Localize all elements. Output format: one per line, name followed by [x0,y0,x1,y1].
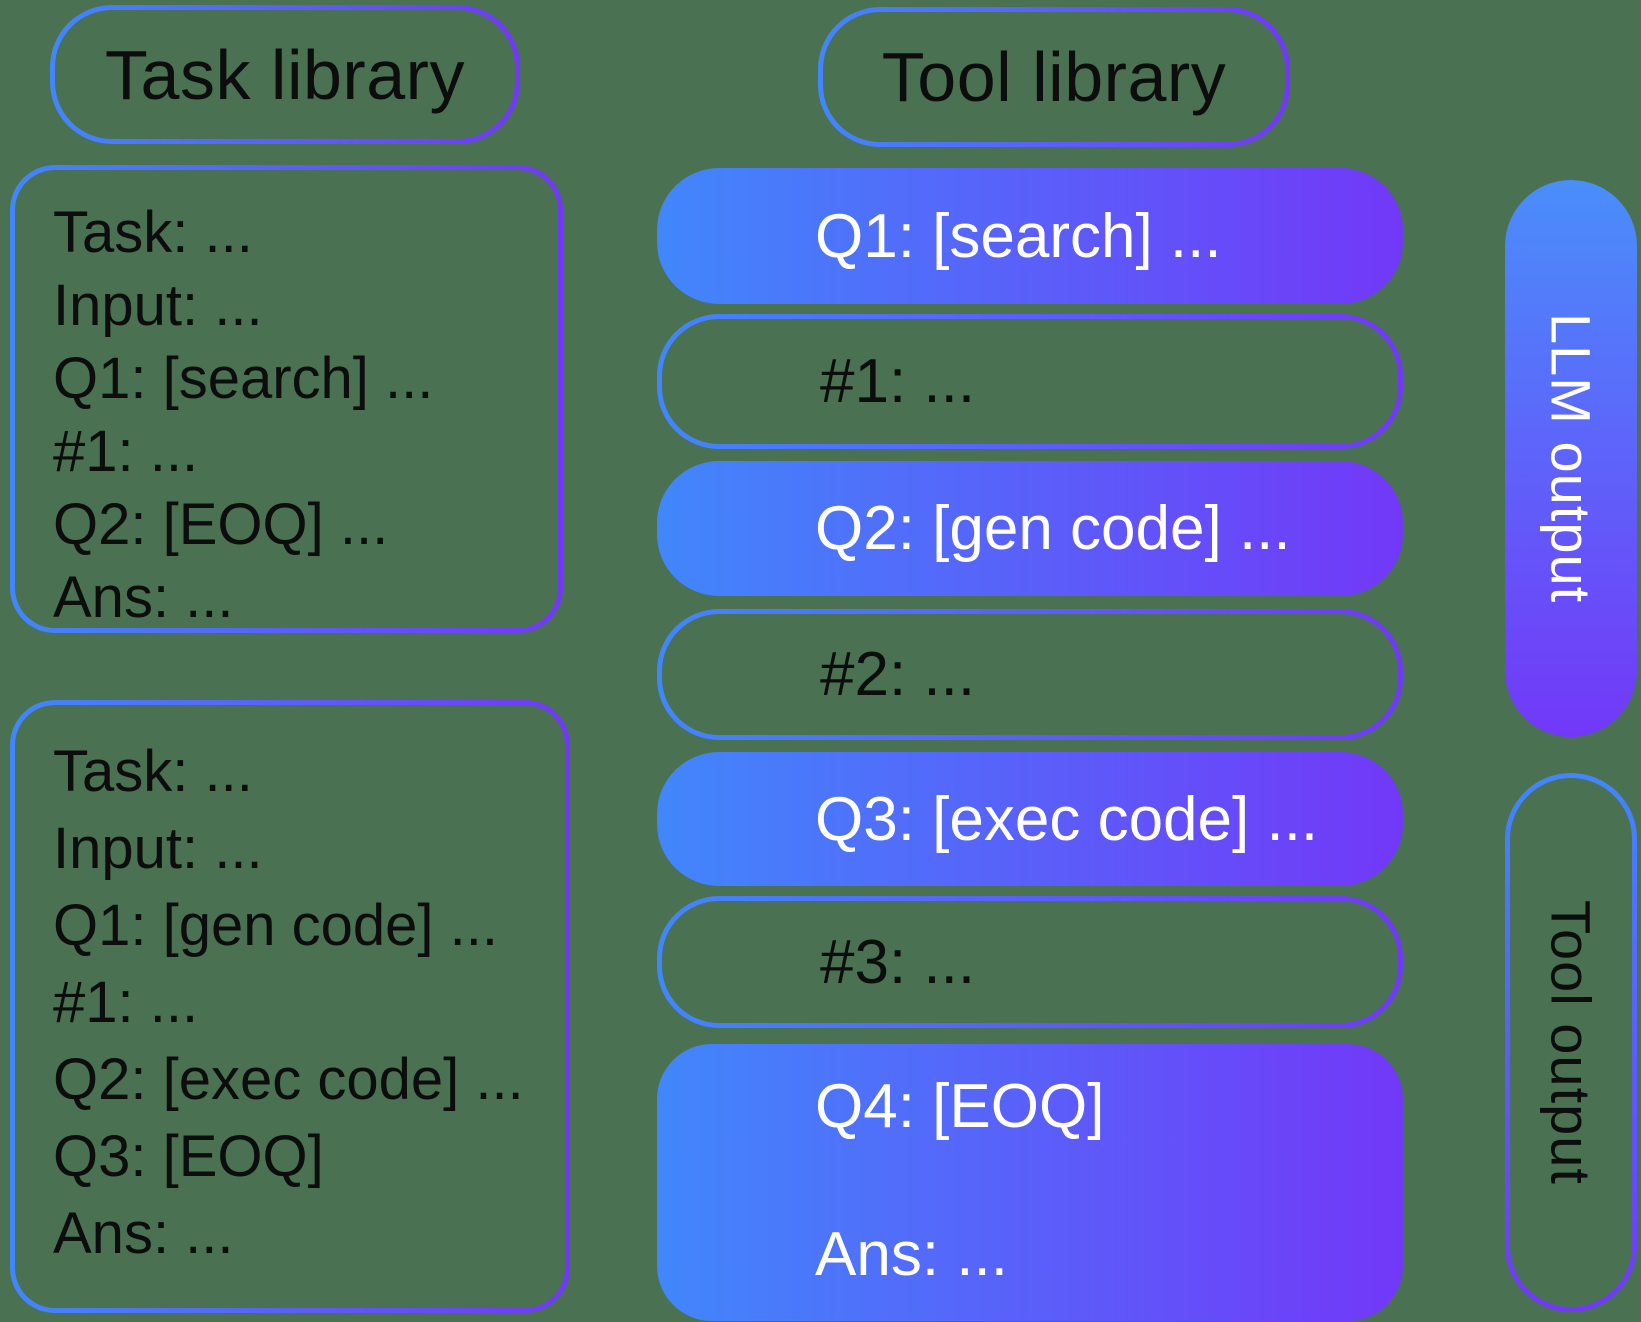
tool-library-title: Tool library [881,38,1227,116]
task-line: Input: ... [53,816,263,881]
task-library-title: Task library [105,35,465,114]
step-q2-llm: Q2: [gen code] ... [657,461,1403,596]
step-label: #1: ... [820,347,976,416]
step-label: Q1: [search] ... [815,201,1222,271]
task-line: Task: ... [53,739,253,804]
task-line: #1: ... [53,419,199,484]
step-3-tool-result: #3: ... [657,896,1403,1028]
step-label: #2: ... [820,640,976,709]
task-library-header: Task library [50,5,520,144]
task-line: Ans: ... [53,1201,234,1266]
step-q4-llm-answer: Q4: [EOQ] Ans: ... [657,1044,1403,1321]
task-line: #1: ... [53,970,199,1035]
task-line: Q3: [EOQ] [53,1124,324,1189]
task-line: Q2: [EOQ] ... [53,492,389,557]
task-line: Input: ... [53,273,263,338]
task-line: Ans: ... [53,565,234,630]
step-label: Q4: [EOQ] [815,1072,1105,1141]
step-label: Ans: ... [815,1220,1008,1289]
llm-output-label: LLM output [1539,313,1603,604]
task-line: Task: ... [53,200,253,265]
step-label: Q2: [gen code] ... [815,494,1291,563]
step-q3-llm: Q3: [exec code] ... [657,752,1403,886]
step-q1-llm: Q1: [search] ... [657,168,1403,304]
llm-output-legend: LLM output [1505,180,1637,737]
task-line: Q2: [exec code] ... [53,1047,524,1112]
step-1-tool-result: #1: ... [657,314,1403,449]
tool-output-label: Tool output [1539,900,1603,1185]
task-line: Q1: [gen code] ... [53,893,498,958]
step-label: Q3: [exec code] ... [815,784,1319,854]
task-example-2: Task: ... Input: ... Q1: [gen code] ... … [10,700,570,1313]
task-example-1: Task: ... Input: ... Q1: [search] ... #1… [10,165,563,633]
task-line: Q1: [search] ... [53,346,434,411]
step-label: #3: ... [820,927,976,997]
tool-output-legend: Tool output [1505,773,1637,1312]
step-2-tool-result: #2: ... [657,609,1403,740]
tool-library-header: Tool library [818,7,1290,147]
